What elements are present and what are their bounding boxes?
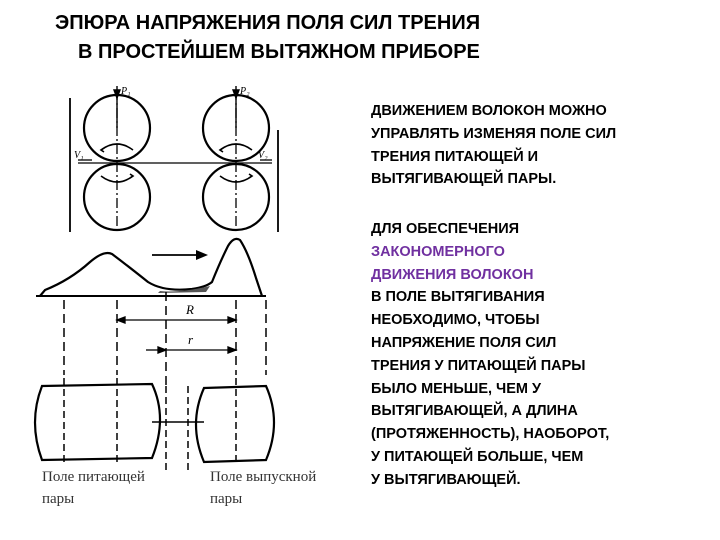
- caption-feed-field: Поле питающей пары: [42, 466, 145, 510]
- paragraph2-line: ДЛЯ ОБЕСПЕЧЕНИЯ: [371, 221, 520, 237]
- paragraph2-line: НЕОБХОДИМО, ЧТОБЫ: [371, 312, 540, 329]
- caption-feed-line-1: Поле питающей: [42, 469, 145, 485]
- feed-field-shape: [33, 382, 162, 462]
- label-v2: V₂: [258, 150, 268, 161]
- label-p1: P₁: [120, 86, 131, 97]
- title-line-1: ЭПЮРА НАПРЯЖЕНИЯ ПОЛЯ СИЛ ТРЕНИЯ: [55, 12, 481, 34]
- label-R: R: [185, 302, 194, 317]
- caption-draw-line-1: Поле выпускной: [210, 469, 317, 485]
- paragraph2-line: НАПРЯЖЕНИЕ ПОЛЯ СИЛ: [371, 334, 557, 351]
- label-p2: P₂: [239, 86, 250, 97]
- draw-field-shape: [194, 384, 276, 464]
- paragraph2-line: У ПИТАЮЩЕЙ БОЛЬШЕ, ЧЕМ: [371, 448, 584, 465]
- paragraph-fibre-control: ДВИЖЕНИЕМ ВОЛОКОН МОЖНО УПРАВЛЯТЬ ИЗМЕНЯ…: [371, 100, 716, 191]
- caption-feed-line-2: пары: [42, 491, 75, 507]
- stress-epure-curve: [39, 237, 264, 297]
- paragraph1-line: УПРАВЛЯТЬ ИЗМЕНЯЯ ПОЛЕ СИЛ: [371, 125, 617, 142]
- paragraph2-line-highlight: ЗАКОНОМЕРНОГО: [371, 243, 505, 260]
- paragraph2-line: ВЫТЯГИВАЮЩЕЙ, А ДЛИНА: [371, 403, 578, 420]
- paragraph1-line: ДВИЖЕНИЕМ ВОЛОКОН МОЖНО: [371, 103, 607, 119]
- paragraph2-line: У ВЫТЯГИВАЮЩЕЙ.: [371, 471, 521, 488]
- paragraph2-line: В ПОЛЕ ВЫТЯГИВАНИЯ: [371, 289, 545, 306]
- paragraph2-line: ТРЕНИЯ У ПИТАЮЩЕЙ ПАРЫ: [371, 357, 586, 374]
- paragraph1-line: ВЫТЯГИВАЮЩЕЙ ПАРЫ.: [371, 171, 557, 188]
- caption-draw-field: Поле выпускной пары: [210, 466, 316, 510]
- label-r: r: [188, 332, 194, 347]
- paragraph-condition: ДЛЯ ОБЕСПЕЧЕНИЯ ЗАКОНОМЕРНОГО ДВИЖЕНИЯ В…: [371, 218, 716, 492]
- epure-hatched-zone: [158, 286, 210, 293]
- paragraph2-line: БЫЛО МЕНЬШЕ, ЧЕМ У: [371, 380, 542, 397]
- paragraph2-line: (ПРОТЯЖЕННОСТЬ), НАОБОРОТ,: [371, 426, 610, 443]
- title-line-2: В ПРОСТЕЙШЕМ ВЫТЯЖНОМ ПРИБОРЕ: [78, 41, 480, 63]
- caption-draw-line-2: пары: [210, 491, 243, 507]
- label-v1: V₁: [74, 150, 84, 161]
- paragraph1-line: ТРЕНИЯ ПИТАЮЩЕЙ И: [371, 148, 539, 165]
- paragraph2-line-highlight: ДВИЖЕНИЯ ВОЛОКОН: [371, 266, 534, 283]
